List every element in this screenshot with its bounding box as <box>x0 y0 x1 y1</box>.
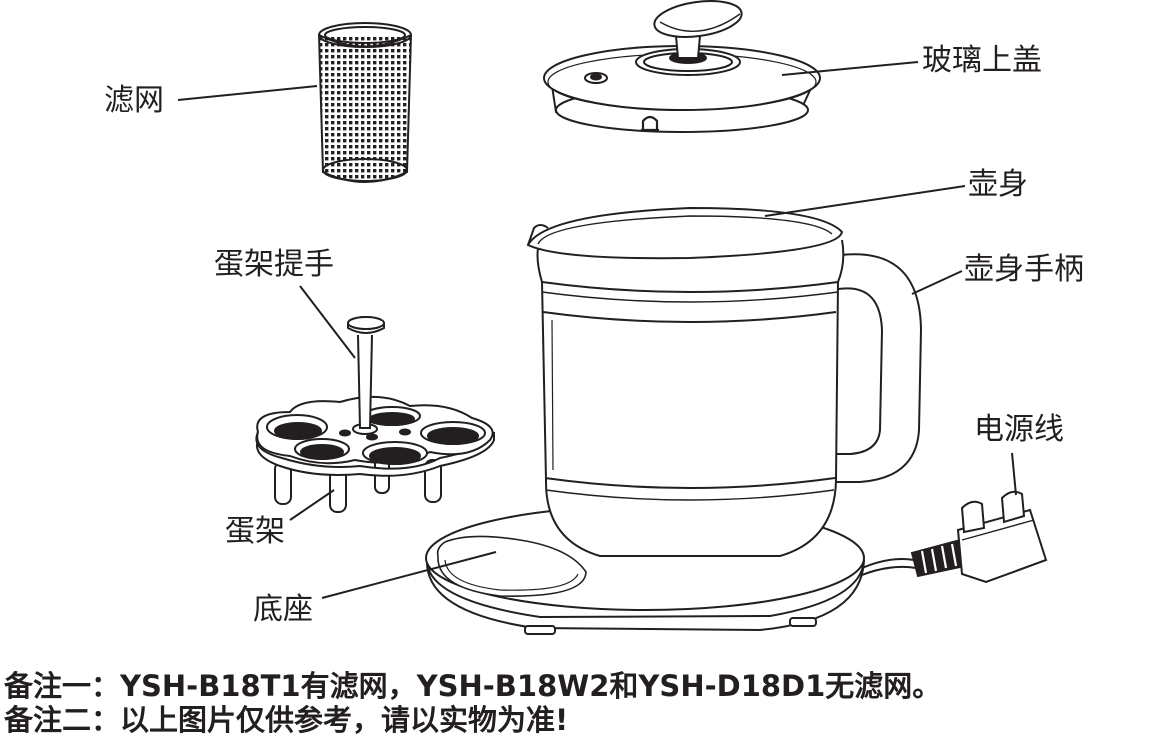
egg-rack-label: 蛋架 <box>225 514 285 549</box>
note-one: 备注一：YSH-B18T1有滤网，YSH-B18W2和YSH-D18D1无滤网。 <box>4 669 942 703</box>
egg-rack-illustration <box>255 316 495 513</box>
note-two: 备注二：以上图片仅供参考，请以实物为准! <box>4 703 569 737</box>
power-cord-illustration <box>861 490 1048 584</box>
base-label: 底座 <box>253 592 313 627</box>
egg-rack-handle-label: 蛋架提手 <box>214 247 334 282</box>
power-cord-label: 电源线 <box>974 412 1064 447</box>
pot-handle-label: 壶身手柄 <box>964 252 1084 287</box>
pot-body-illustration <box>526 206 923 557</box>
pot-body-label: 壶身 <box>968 167 1028 202</box>
glass-lid-label: 玻璃上盖 <box>922 43 1042 78</box>
filter-illustration <box>318 22 412 183</box>
filter-label: 滤网 <box>104 83 164 118</box>
glass-lid-illustration <box>543 0 821 133</box>
leader-lines <box>177 61 1017 599</box>
